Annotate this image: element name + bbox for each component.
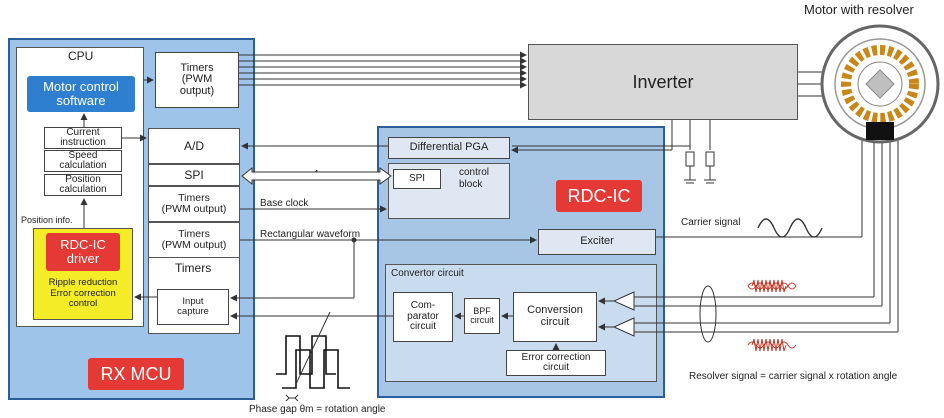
current-sense-lines [511, 120, 716, 184]
timers-pwm-output-2: Timers (PWM output) [148, 222, 240, 258]
cpu-arrows [80, 76, 157, 301]
position-info-label: Position info. [21, 215, 73, 225]
rdc-ic-driver-desc: Ripple reduction Error correction contro… [48, 277, 118, 310]
base-clock-label: Base clock [260, 198, 309, 209]
spi-rdc: SPI [393, 169, 441, 189]
speed-calculation-box: Speed calculation [44, 150, 122, 172]
resolver-signal-label: Resolver signal = carrier signal x rotat… [689, 371, 898, 382]
error-correction-circuit: Error correction circuit [506, 350, 606, 376]
phase-gap-waveform [276, 335, 350, 389]
spi-bus-arrow [241, 166, 392, 186]
rect-waveform-lines [230, 236, 537, 320]
motor-resolver-icon [820, 24, 940, 144]
ad-converter: A/D [148, 128, 240, 164]
resolver-waveforms [747, 279, 797, 352]
control-block-label: control block [459, 167, 490, 190]
spi-rx: SPI [148, 164, 240, 186]
bpf-circuit: BPF circuit [464, 298, 500, 334]
resolver-feedback-lines [634, 140, 899, 343]
cpu-label: CPU [68, 49, 94, 63]
inverter-block: Inverter [528, 44, 798, 120]
carrier-signal-label: Carrier signal [681, 217, 741, 228]
exciter-to-motor-line [656, 140, 863, 238]
rectangular-waveform-label: Rectangular waveform [260, 229, 361, 240]
comparator-circuit: Com- parator circuit [393, 292, 453, 342]
position-calculation-box: Position calculation [44, 174, 122, 196]
motor-control-software: Motor control software [27, 76, 135, 112]
input-capture-box: Input capture [157, 289, 229, 325]
exciter-box: Exciter [538, 229, 656, 255]
convertor-chain [454, 312, 560, 350]
carrier-wave [757, 218, 823, 238]
current-instruction-box: Current instruction [44, 127, 122, 149]
phase-gap-label: Phase gap θm = rotation angle [249, 404, 386, 415]
pwm-bus [239, 51, 527, 89]
timers-label: Timers [175, 261, 212, 275]
phase-gap-markers [285, 311, 331, 402]
timers-pwm-output-1: Timers (PWM output) [148, 186, 240, 222]
timers-pwm-output-top: Timers (PWM output) [155, 52, 239, 108]
differential-amplifiers [598, 291, 635, 337]
convertor-circuit-label: Convertor circuit [391, 268, 464, 279]
rdc-ic-label: RDC-IC [556, 180, 642, 212]
motor-with-resolver-title: Motor with resolver [804, 2, 914, 17]
differential-pga: Differential PGA [388, 137, 510, 159]
rx-mcu-label: RX MCU [88, 358, 184, 390]
rdc-ic-driver-title: RDC-IC driver [46, 233, 120, 271]
conversion-circuit: Conversion circuit [513, 292, 597, 342]
